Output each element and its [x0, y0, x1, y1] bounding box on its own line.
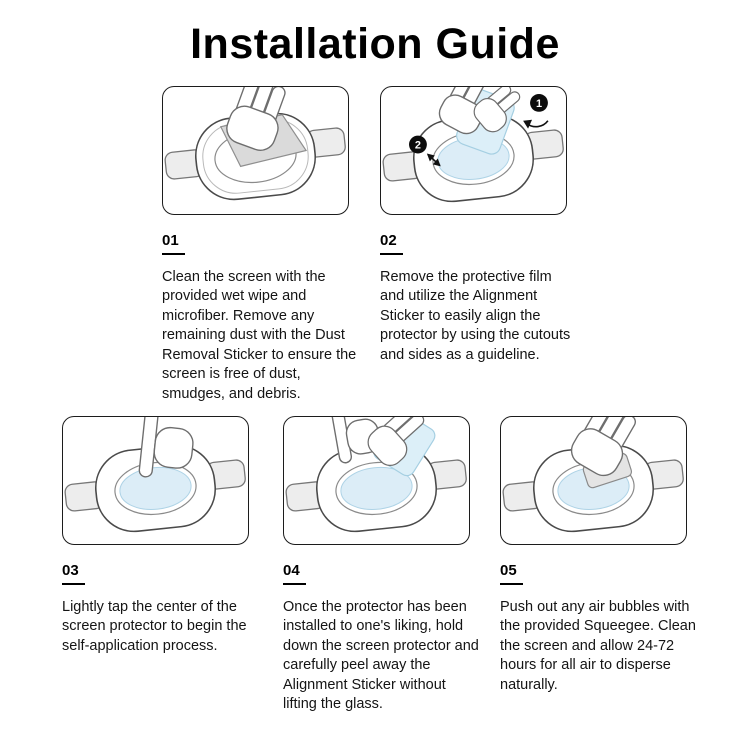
badge-2-label: 2: [415, 140, 421, 152]
step-2-number: 02: [380, 232, 403, 255]
step-5-illustration-box: [500, 416, 687, 545]
screen-protector: [119, 466, 192, 510]
step-4-description: Once the protector has been installed to…: [283, 599, 479, 713]
step-2-illustration-box: 1 2: [380, 86, 567, 215]
holding-finger: [330, 417, 381, 464]
step-4: 04 Once the protector has been installed…: [283, 416, 480, 715]
watch-illustration: [64, 444, 246, 533]
step-5: 05 Push out any air bubbles with the pro…: [500, 416, 697, 695]
peeling-hand: [367, 417, 425, 467]
step-5-number: 05: [500, 562, 523, 585]
align-arrowhead-a: [432, 158, 441, 167]
peel-sticker-illustration: [285, 417, 467, 533]
step-1-description: Clean the screen with the provided wet w…: [162, 269, 357, 402]
screen-protector: [340, 466, 413, 510]
pinching-hand-left: [438, 87, 487, 135]
step-1-illustration-box: [162, 86, 349, 215]
step-1-number: 01: [162, 232, 185, 255]
alignment-sticker-illustration: 1 2: [382, 87, 564, 203]
step-5-description: Push out any air bubbles with the provid…: [500, 599, 696, 693]
tap-center-illustration: [64, 417, 246, 533]
step-3-number: 03: [62, 562, 85, 585]
badge-1-label: 1: [536, 98, 542, 110]
rotate-arrowhead: [523, 119, 533, 129]
watch-illustration: [285, 444, 467, 533]
step-2: 1 2 02 Remove the protective film and ut…: [380, 86, 577, 365]
hand-wiping-watch-illustration: [164, 87, 346, 201]
pinching-hand-right: [473, 87, 521, 133]
step-3: 03 Lightly tap the center of the screen …: [62, 416, 259, 656]
step-3-illustration-box: [62, 416, 249, 545]
align-arrowhead-b: [426, 153, 435, 162]
step-4-illustration-box: [283, 416, 470, 545]
wiping-hand: [226, 87, 286, 151]
badge-2: [409, 135, 427, 154]
step-1: 01 Clean the screen with the provided we…: [162, 86, 359, 404]
badge-1: [530, 93, 548, 112]
step-4-number: 04: [283, 562, 306, 585]
squeegee-illustration: [502, 417, 684, 533]
tapping-hand: [138, 417, 194, 478]
page-title: Installation Guide: [190, 20, 560, 68]
squeegee-hand: [570, 417, 636, 477]
step-3-description: Lightly tap the center of the screen pro…: [62, 599, 247, 654]
step-2-description: Remove the protective film and utilize t…: [380, 269, 571, 363]
